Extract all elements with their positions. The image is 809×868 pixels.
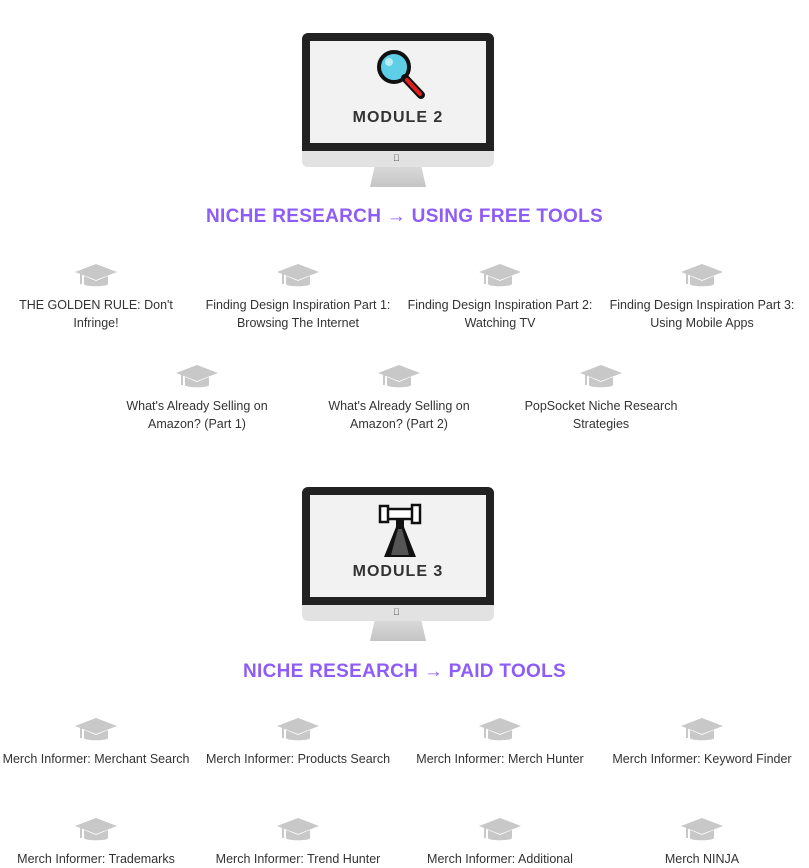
magnifier-icon: [377, 50, 425, 99]
monitor-stand: [370, 621, 426, 641]
lesson-item[interactable]: Finding Design Inspiration Part 1: Brows…: [203, 262, 393, 332]
lesson-item[interactable]: Merch Informer: Keyword Finder: [607, 716, 797, 768]
graduation-cap-icon: [479, 264, 521, 287]
lesson-item[interactable]: Merch Informer: Products Search: [203, 716, 393, 768]
monitor-stand: [370, 167, 426, 187]
module-2-monitor: MODULE 2 : [302, 33, 494, 189]
graduation-cap-icon: [479, 818, 521, 841]
module-label: MODULE 2: [352, 109, 444, 126]
graduation-cap-icon: [378, 365, 420, 388]
graduation-cap-icon: [277, 264, 319, 287]
lesson-title: Finding Design Inspiration Part 2: Watch…: [407, 298, 593, 330]
lesson-title: Merch Informer: Merchant Search: [2, 752, 190, 766]
lesson-item[interactable]: Finding Design Inspiration Part 3: Using…: [607, 262, 797, 332]
module-3-monitor: MODULE 3 : [302, 487, 494, 643]
lesson-title: Merch Informer: Keyword Finder: [612, 752, 792, 766]
lesson-title: What's Already Selling on Amazon? (Part …: [126, 399, 268, 431]
graduation-cap-icon: [277, 818, 319, 841]
lesson-item[interactable]: PopSocket Niche Research Strategies: [506, 363, 696, 433]
lesson-title: Merch Informer: Merch Hunter: [416, 752, 584, 766]
lesson-title: Finding Design Inspiration Part 1: Brows…: [205, 298, 391, 330]
lesson-item[interactable]: Merch Informer: Trend Hunter: [203, 816, 393, 868]
monitor-screen: MODULE 2: [310, 41, 486, 143]
lesson-title: PopSocket Niche Research Strategies: [524, 399, 678, 431]
apple-logo-icon: : [393, 154, 400, 163]
graduation-cap-icon: [75, 718, 117, 741]
section-title: NICHE RESEARCH → PAID TOOLS: [242, 661, 567, 682]
lesson-title: THE GOLDEN RULE: Don't Infringe!: [19, 298, 173, 330]
lesson-item[interactable]: Merch NINJA: [607, 816, 797, 868]
monitor-screen: MODULE 3: [310, 495, 486, 597]
lesson-title: Merch NINJA: [664, 852, 740, 866]
lesson-item[interactable]: Merch Informer: Merch Hunter: [405, 716, 595, 768]
lesson-item[interactable]: What's Already Selling on Amazon? (Part …: [102, 363, 292, 433]
graduation-cap-icon: [75, 818, 117, 841]
lesson-title: Merch Informer: Trend Hunter: [215, 852, 381, 866]
lesson-title: Merch Informer: Additional: [427, 852, 573, 866]
lesson-title: Merch Informer: Products Search: [205, 752, 391, 766]
module-label: MODULE 3: [352, 563, 444, 580]
lesson-item[interactable]: Finding Design Inspiration Part 2: Watch…: [405, 262, 595, 332]
graduation-cap-icon: [479, 718, 521, 741]
apple-logo-icon: : [393, 608, 400, 617]
lesson-item[interactable]: What's Already Selling on Amazon? (Part …: [304, 363, 494, 433]
monitor-chin: [302, 151, 494, 167]
monitor-chin: [302, 605, 494, 621]
telescope-icon: [378, 503, 422, 557]
graduation-cap-icon: [277, 718, 319, 741]
lesson-item[interactable]: Merch Informer: Trademarks: [1, 816, 191, 868]
lesson-item[interactable]: THE GOLDEN RULE: Don't Infringe!: [1, 262, 191, 332]
lesson-item[interactable]: Merch Informer: Additional: [405, 816, 595, 868]
graduation-cap-icon: [681, 718, 723, 741]
lesson-item[interactable]: Merch Informer: Merchant Search: [1, 716, 191, 768]
graduation-cap-icon: [580, 365, 622, 388]
section-title: NICHE RESEARCH → USING FREE TOOLS: [206, 206, 603, 227]
lesson-title: Finding Design Inspiration Part 3: Using…: [609, 298, 795, 330]
lesson-title: What's Already Selling on Amazon? (Part …: [328, 399, 470, 431]
monitor-bezel: MODULE 3: [302, 487, 494, 605]
graduation-cap-icon: [75, 264, 117, 287]
graduation-cap-icon: [681, 264, 723, 287]
graduation-cap-icon: [681, 818, 723, 841]
monitor-bezel: MODULE 2: [302, 33, 494, 151]
graduation-cap-icon: [176, 365, 218, 388]
lesson-title: Merch Informer: Trademarks: [17, 852, 175, 866]
